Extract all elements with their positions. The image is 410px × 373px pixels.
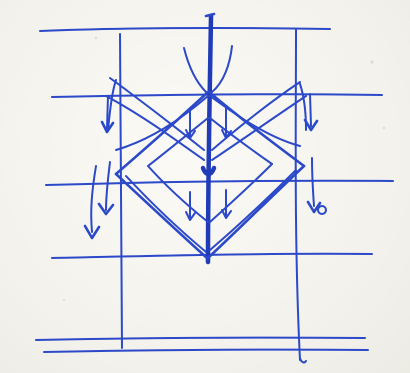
speck bbox=[383, 127, 385, 129]
speck bbox=[63, 299, 65, 301]
speck bbox=[370, 60, 373, 63]
horizontal-line-6 bbox=[44, 350, 368, 352]
vertical-posts bbox=[120, 30, 306, 362]
left-post bbox=[120, 34, 122, 348]
ring-mark bbox=[318, 206, 326, 214]
arrow-hook-right-inner bbox=[222, 108, 231, 138]
right-post-hook bbox=[300, 358, 306, 362]
arrow-hook-shaft bbox=[91, 166, 96, 232]
ink-strokes bbox=[36, 14, 393, 362]
arrow-hook-right-lower bbox=[308, 158, 320, 212]
arrow-hook-shaft bbox=[107, 96, 108, 128]
right-post bbox=[296, 30, 300, 360]
arrow-hook-shaft bbox=[106, 162, 110, 210]
arrow-hook-left-lower-2 bbox=[99, 162, 113, 214]
arrow-hook-shaft bbox=[312, 158, 314, 206]
arrow-hook-right-upper bbox=[305, 94, 317, 130]
horizontal-line-2 bbox=[52, 94, 382, 97]
arrow-hook-left-lower bbox=[85, 166, 99, 238]
mast-stroke bbox=[208, 16, 211, 262]
horizontal-line-1 bbox=[40, 28, 330, 31]
central-mast bbox=[206, 14, 214, 262]
horizontal-line-3 bbox=[46, 181, 393, 185]
shoulder-branches bbox=[108, 46, 306, 130]
right-shoulder-branch bbox=[212, 46, 232, 92]
arrow-hook-shaft bbox=[310, 94, 311, 126]
horizontal-line-5 bbox=[36, 338, 365, 340]
speck bbox=[95, 37, 98, 40]
inner-lower-right bbox=[210, 164, 272, 222]
horizontal-lines bbox=[36, 28, 393, 352]
right-upper-hook-arm bbox=[300, 84, 306, 130]
left-shoulder-branch bbox=[184, 48, 206, 92]
